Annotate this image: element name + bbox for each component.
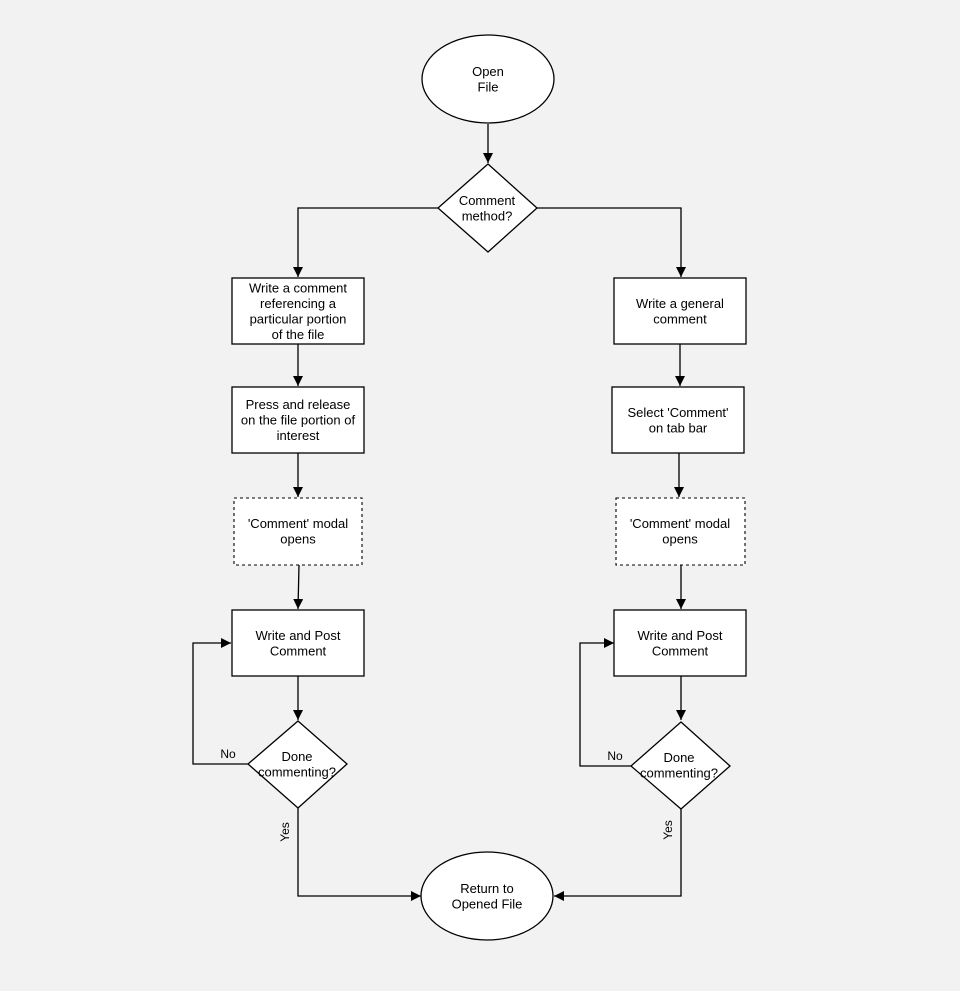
label-line: Write a general — [636, 296, 724, 311]
node-label: Select 'Comment'on tab bar — [627, 405, 728, 436]
label-line: on the file portion of — [241, 413, 356, 428]
label-line: Write and Post — [255, 628, 340, 643]
label-line: Comment — [270, 643, 327, 658]
label-line: Press and release — [246, 397, 351, 412]
label-line: referencing a — [260, 296, 337, 311]
edge-done-left-yes-to-return — [297, 808, 421, 901]
label-line: opens — [662, 531, 698, 546]
edge-modal-left-to-post-left — [293, 564, 304, 610]
label-line: Done — [281, 749, 312, 764]
process-select-comment-tab: Select 'Comment'on tab bar — [611, 386, 745, 454]
label-line: Select 'Comment' — [627, 405, 728, 420]
edge-done-right-no-loop — [579, 638, 631, 767]
edge-label-no-left: No — [220, 747, 236, 761]
label-line: File — [478, 79, 499, 94]
edge-done-right-yes-to-return — [554, 808, 682, 901]
label-line: commenting? — [258, 764, 336, 779]
label-line: Return to — [460, 881, 513, 896]
label-line: Open — [472, 64, 504, 79]
edge-label-no-right: No — [607, 749, 623, 763]
label-line: opens — [280, 531, 316, 546]
edge-method-to-specific — [293, 207, 438, 277]
label-line: comment — [653, 311, 707, 326]
label-line: commenting? — [640, 765, 718, 780]
label-line: interest — [277, 428, 320, 443]
label-line: Comment — [459, 193, 516, 208]
edge-done-left-no-loop — [192, 638, 248, 765]
label-line: Write and Post — [637, 628, 722, 643]
label-line: Opened File — [452, 896, 523, 911]
edges — [192, 124, 686, 901]
edge-label-yes-left: Yes — [278, 822, 292, 842]
label-line: particular portion — [250, 311, 347, 326]
edge-labels: No Yes No Yes — [220, 747, 675, 842]
label-line: Comment — [652, 643, 709, 658]
label-line: on tab bar — [649, 420, 708, 435]
label-line: Done — [663, 750, 694, 765]
label-line: method? — [462, 208, 513, 223]
edge-label-yes-right: Yes — [661, 820, 675, 840]
label-line: 'Comment' modal — [248, 516, 348, 531]
label-line: 'Comment' modal — [630, 516, 730, 531]
label-line: Write a comment — [249, 280, 347, 295]
label-line: of the file — [272, 327, 325, 342]
edge-method-to-general — [537, 207, 686, 277]
